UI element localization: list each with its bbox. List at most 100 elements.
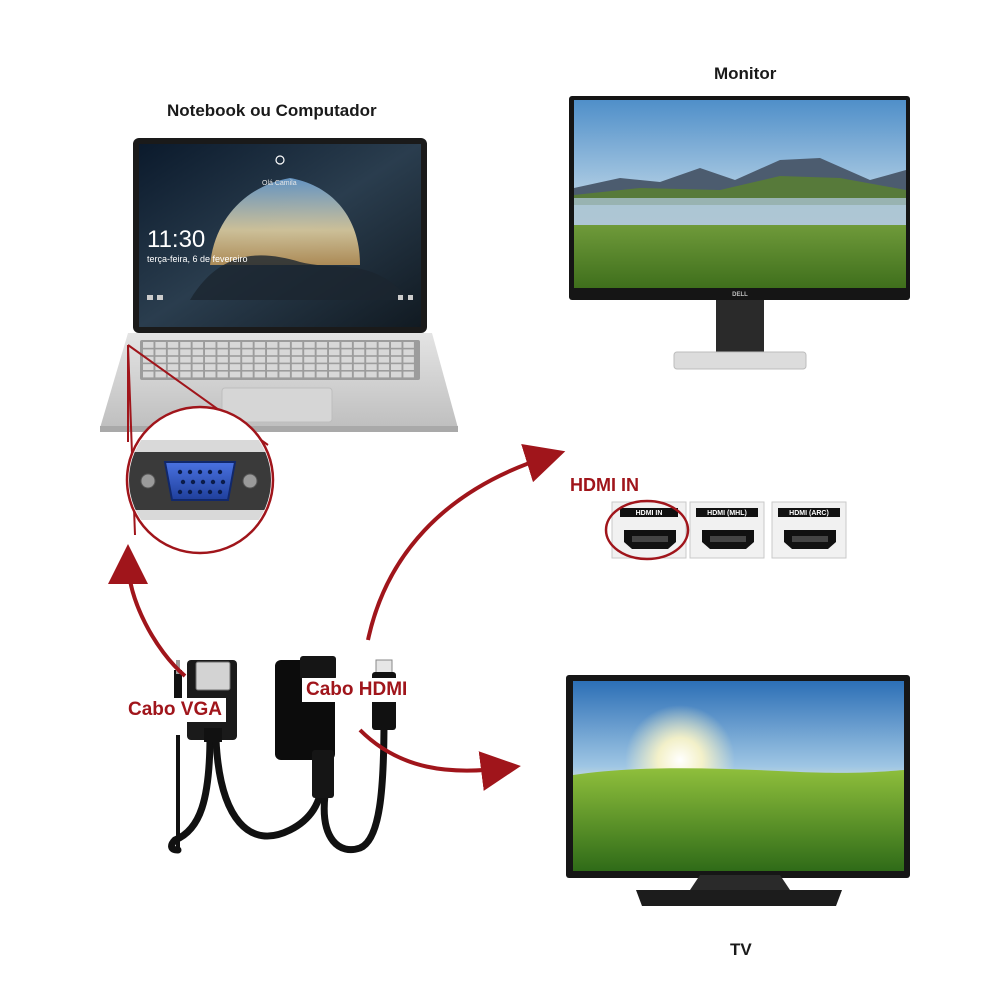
keyboard-key xyxy=(143,342,154,348)
hdmi-port-1: HDMI IN xyxy=(611,501,687,559)
vga-pin xyxy=(190,479,196,485)
keyboard-key xyxy=(304,356,315,363)
keyboard-key xyxy=(329,356,340,363)
keyboard-key xyxy=(217,342,228,348)
keyboard-key xyxy=(391,371,402,378)
keyboard-key xyxy=(391,349,402,356)
keyboard-key xyxy=(242,364,253,370)
vga-zoom xyxy=(125,344,275,555)
keyboard-key xyxy=(267,349,278,356)
keyboard-key xyxy=(341,356,352,363)
keyboard-key xyxy=(391,356,402,363)
vga-pin xyxy=(200,479,206,485)
keyboard-key xyxy=(205,364,216,370)
keyboard-keys xyxy=(143,342,414,378)
monitor-label: Monitor xyxy=(714,64,777,83)
port-2-label: HDMI (MHL) xyxy=(707,510,747,517)
keyboard-key xyxy=(403,349,414,356)
vga-pin xyxy=(187,469,193,475)
keyboard-key xyxy=(403,342,414,348)
keyboard-key xyxy=(254,356,266,363)
keyboard-key xyxy=(254,371,266,378)
keyboard-key xyxy=(316,349,328,356)
keyboard-key xyxy=(391,364,402,370)
keyboard-key xyxy=(267,364,278,370)
keyboard-key xyxy=(192,342,204,348)
keyboard-key xyxy=(291,342,303,348)
keyboard-key xyxy=(242,371,253,378)
keyboard-key xyxy=(341,364,352,370)
keyboard-key xyxy=(254,364,266,370)
keyboard-key xyxy=(353,342,365,348)
cabo-vga-label: Cabo VGA xyxy=(124,698,226,722)
keyboard-key xyxy=(254,342,266,348)
keyboard-key xyxy=(155,349,166,356)
keyboard-key xyxy=(205,356,216,363)
keyboard-key xyxy=(391,342,402,348)
laptop: Olá Camila 11:30 terça-feira, 6 de fever… xyxy=(100,138,458,432)
keyboard-key xyxy=(378,371,390,378)
keyboard-key xyxy=(378,342,390,348)
keyboard-key xyxy=(366,364,377,370)
hdmi-port-2: HDMI (MHL) xyxy=(689,501,765,559)
vga-pin xyxy=(180,479,186,485)
keyboard-key xyxy=(155,356,166,363)
keyboard-key xyxy=(316,364,328,370)
keyboard-key xyxy=(267,342,278,348)
keyboard-key xyxy=(167,349,179,356)
lock-greeting: Olá Camila xyxy=(262,180,297,187)
keyboard-key xyxy=(217,371,228,378)
hdmi-ports: HDMI IN HDMI (MHL) HDMI (ARC) xyxy=(604,499,847,561)
keyboard-key xyxy=(353,349,365,356)
keyboard-key xyxy=(378,356,390,363)
keyboard-key xyxy=(291,356,303,363)
keyboard-key xyxy=(242,349,253,356)
keyboard-key xyxy=(205,342,216,348)
face-icon xyxy=(275,155,285,165)
keyboard-key xyxy=(167,342,179,348)
arrow-to-laptop xyxy=(108,544,187,678)
keyboard-key xyxy=(279,364,290,370)
keyboard-key xyxy=(304,371,315,378)
vga-pin xyxy=(177,469,183,475)
keyboard-key xyxy=(341,349,352,356)
keyboard-key xyxy=(192,356,204,363)
keyboard-key xyxy=(205,371,216,378)
keyboard-key xyxy=(341,371,352,378)
keyboard-key xyxy=(279,356,290,363)
monitor-stand-neck xyxy=(716,300,764,356)
keyboard-key xyxy=(180,342,191,348)
keyboard-key xyxy=(329,349,340,356)
keyboard-key xyxy=(353,371,365,378)
vga-pin xyxy=(197,489,203,495)
vga-pin xyxy=(210,479,216,485)
keyboard-key xyxy=(229,349,241,356)
vga-pin xyxy=(207,489,213,495)
vga-pin xyxy=(207,469,213,475)
keyboard-key xyxy=(403,364,414,370)
keyboard-key xyxy=(217,364,228,370)
tv xyxy=(566,675,910,906)
keyboard-key xyxy=(167,356,179,363)
keyboard-key xyxy=(267,371,278,378)
keyboard-key xyxy=(192,364,204,370)
keyboard-key xyxy=(205,349,216,356)
keyboard-key xyxy=(291,364,303,370)
keyboard-key xyxy=(155,342,166,348)
keyboard-key xyxy=(192,371,204,378)
keyboard-key xyxy=(279,371,290,378)
keyboard-key xyxy=(341,342,352,348)
lock-date: terça-feira, 6 de fevereiro xyxy=(147,254,248,264)
hdmi-in-highlight xyxy=(604,499,690,561)
vga-pin xyxy=(217,469,223,475)
monitor-brand: DELL xyxy=(732,292,748,298)
keyboard-key xyxy=(229,364,241,370)
keyboard-key xyxy=(366,371,377,378)
keyboard-key xyxy=(180,349,191,356)
keyboard-key xyxy=(316,371,328,378)
keyboard-key xyxy=(279,349,290,356)
keyboard-key xyxy=(229,371,241,378)
keyboard-key xyxy=(366,356,377,363)
vga-port xyxy=(163,461,237,501)
